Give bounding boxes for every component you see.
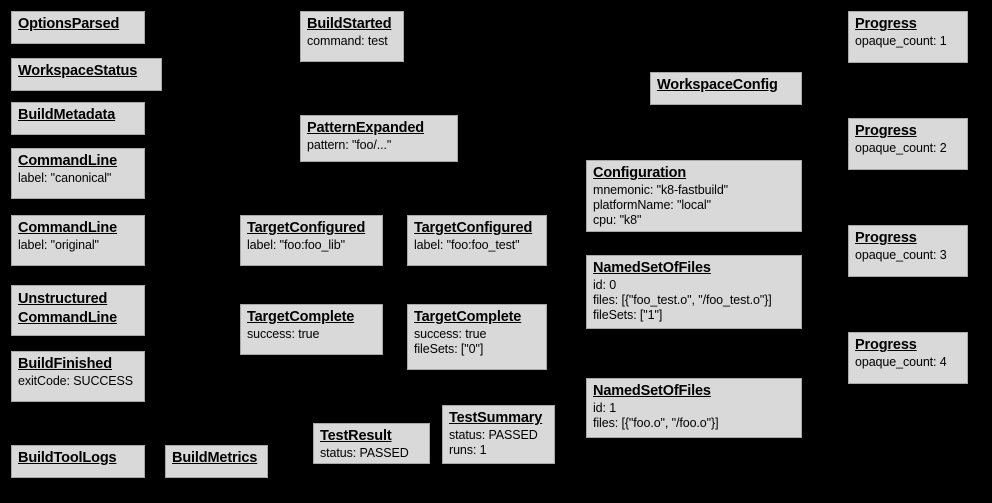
node-target-complete-foo-lib[interactable]: TargetComplete success: true: [240, 304, 383, 355]
node-title: TestSummary: [449, 410, 543, 426]
node-title: OptionsParsed: [18, 16, 120, 32]
node-fields: command: test: [307, 34, 398, 49]
node-field: label: "foo:foo_test": [414, 238, 520, 252]
node-title: BuildStarted: [307, 16, 392, 32]
node-field: status: PASSED: [449, 428, 538, 442]
node-title: NamedSetOfFiles: [593, 260, 711, 276]
node-progress-2[interactable]: Progress opaque_count: 2: [848, 118, 968, 170]
node-field: status: PASSED: [320, 446, 409, 460]
node-field: cpu: "k8": [593, 213, 642, 227]
node-title: Progress: [855, 337, 917, 353]
node-workspace-config[interactable]: WorkspaceConfig: [650, 72, 802, 105]
node-field: opaque_count: 1: [855, 34, 947, 48]
node-fields: opaque_count: 4: [855, 355, 962, 370]
node-unstructured-command-line[interactable]: Unstructured CommandLine: [11, 285, 145, 336]
node-field: mnemonic: "k8-fastbuild": [593, 183, 729, 197]
node-fields: opaque_count: 3: [855, 248, 962, 263]
node-progress-1[interactable]: Progress opaque_count: 1: [848, 11, 968, 63]
node-title: BuildFinished: [18, 356, 112, 372]
node-field: files: [{"foo.o", "/foo.o"}]: [593, 416, 719, 430]
node-field: command: test: [307, 34, 388, 48]
node-title: Progress: [855, 16, 917, 32]
node-target-configured-foo-test[interactable]: TargetConfigured label: "foo:foo_test": [407, 215, 547, 266]
node-progress-3[interactable]: Progress opaque_count: 3: [848, 225, 968, 277]
node-build-finished[interactable]: BuildFinished exitCode: SUCCESS: [11, 351, 145, 402]
node-title: CommandLine: [18, 153, 118, 169]
node-workspace-status[interactable]: WorkspaceStatus: [11, 58, 162, 91]
node-title: TargetComplete: [414, 309, 522, 325]
node-title: WorkspaceStatus: [18, 63, 138, 79]
node-target-configured-foo-lib[interactable]: TargetConfigured label: "foo:foo_lib": [240, 215, 383, 266]
node-build-metrics[interactable]: BuildMetrics: [165, 445, 268, 478]
node-field: id: 0: [593, 278, 617, 292]
node-field: files: [{"foo_test.o", "/foo_test.o"}]: [593, 293, 772, 307]
node-test-result[interactable]: TestResult status: PASSED: [313, 423, 430, 464]
node-options-parsed[interactable]: OptionsParsed: [11, 11, 145, 44]
node-fields: pattern: "foo/...": [307, 138, 452, 153]
node-fields: opaque_count: 2: [855, 141, 962, 156]
node-fields: opaque_count: 1: [855, 34, 962, 49]
node-title: Progress: [855, 230, 917, 246]
node-title: TargetComplete: [247, 309, 355, 325]
node-field: success: true: [414, 327, 487, 341]
node-field: opaque_count: 3: [855, 248, 947, 262]
node-field: fileSets: ["1"]: [593, 308, 663, 322]
node-fields: status: PASSED: [320, 446, 424, 461]
node-command-line-canonical[interactable]: CommandLine label: "canonical": [11, 148, 145, 199]
node-title: Configuration: [593, 165, 687, 181]
node-progress-4[interactable]: Progress opaque_count: 4: [848, 332, 968, 384]
node-title: BuildMetadata: [18, 107, 116, 123]
node-title: PatternExpanded: [307, 120, 424, 136]
node-field: platformName: "local": [593, 198, 711, 212]
node-field: label: "original": [18, 238, 99, 252]
node-field: fileSets: ["0"]: [414, 342, 484, 356]
node-fields: label: "original": [18, 238, 139, 253]
node-title: TargetConfigured: [414, 220, 533, 236]
node-title: BuildToolLogs: [18, 450, 117, 466]
node-title: WorkspaceConfig: [657, 77, 778, 93]
node-field: pattern: "foo/...": [307, 138, 392, 152]
node-build-started[interactable]: BuildStarted command: test: [300, 11, 404, 62]
node-field: label: "canonical": [18, 171, 112, 185]
node-field: opaque_count: 2: [855, 141, 947, 155]
node-title: TestResult: [320, 428, 392, 444]
node-fields: mnemonic: "k8-fastbuild"platformName: "l…: [593, 183, 796, 228]
node-title: NamedSetOfFiles: [593, 383, 711, 399]
node-build-tool-logs[interactable]: BuildToolLogs: [11, 445, 145, 478]
node-field: runs: 1: [449, 443, 487, 457]
node-field: exitCode: SUCCESS: [18, 374, 134, 388]
node-fields: exitCode: SUCCESS: [18, 374, 139, 389]
node-field: label: "foo:foo_lib": [247, 238, 345, 252]
node-fields: success: true: [247, 327, 377, 342]
node-field: success: true: [247, 327, 320, 341]
node-pattern-expanded[interactable]: PatternExpanded pattern: "foo/...": [300, 115, 458, 162]
node-command-line-original[interactable]: CommandLine label: "original": [11, 215, 145, 266]
node-title: Progress: [855, 123, 917, 139]
node-build-metadata[interactable]: BuildMetadata: [11, 102, 145, 135]
node-title: CommandLine: [18, 220, 118, 236]
node-title: Unstructured CommandLine: [18, 291, 118, 326]
node-fields: label: "foo:foo_lib": [247, 238, 377, 253]
node-title: BuildMetrics: [172, 450, 258, 466]
node-field: opaque_count: 4: [855, 355, 947, 369]
node-configuration[interactable]: Configuration mnemonic: "k8-fastbuild"pla…: [586, 160, 802, 232]
node-fields: label: "canonical": [18, 171, 139, 186]
node-title: TargetConfigured: [247, 220, 366, 236]
node-field: id: 1: [593, 401, 617, 415]
node-fields: label: "foo:foo_test": [414, 238, 541, 253]
